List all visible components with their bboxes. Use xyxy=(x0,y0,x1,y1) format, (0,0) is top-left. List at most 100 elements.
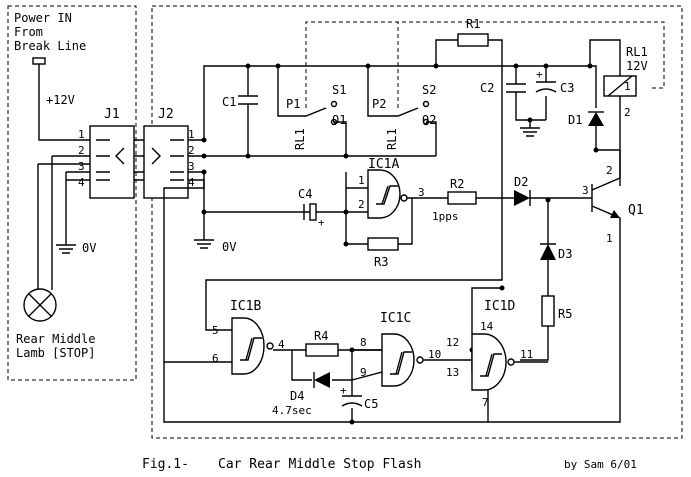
ic1c-pin-8: 8 xyxy=(360,336,367,349)
j1-pin-2: 2 xyxy=(78,144,85,157)
ic1b-pin-5: 5 xyxy=(212,324,219,337)
contact-s1 xyxy=(330,100,338,108)
wire-r5-out xyxy=(520,326,549,361)
ground-icon-left xyxy=(56,244,76,254)
wire-gnd-j1 xyxy=(66,171,90,181)
rl1-pin-2: 2 xyxy=(624,106,631,119)
q1-label: Q1 xyxy=(628,203,644,218)
c4-label: C4 xyxy=(298,187,312,201)
pps-label: 1pps xyxy=(432,210,459,223)
r2-label: R2 xyxy=(450,177,464,191)
ic1a-pin-3: 3 xyxy=(418,186,425,199)
ic1d-pin-13: 13 xyxy=(446,366,459,379)
ic1c-label: IC1C xyxy=(380,311,411,326)
s1-label: S1 xyxy=(332,83,346,97)
ic1a-gate xyxy=(367,169,401,219)
d3-diode xyxy=(540,244,556,260)
lamp-label-2: Lamb [STOP] xyxy=(16,346,95,360)
ic1a-pin-2: 2 xyxy=(358,198,365,211)
c2-capacitor xyxy=(506,66,546,121)
wire-o1 xyxy=(334,121,347,156)
s2-label: S2 xyxy=(422,83,436,97)
rail-lamp xyxy=(163,171,488,423)
q1-pin-3: 3 xyxy=(582,184,589,197)
r1-label: R1 xyxy=(466,17,480,31)
ic1c-bubble xyxy=(416,356,424,364)
power-label-2: From xyxy=(14,25,43,39)
rl1-rating: 12V xyxy=(626,59,648,73)
wire-vcc-ic xyxy=(205,66,503,331)
d2-label: D2 xyxy=(514,175,528,189)
d2-bar xyxy=(529,190,576,206)
r3-wire xyxy=(346,198,413,245)
ground-icon-main xyxy=(194,239,214,249)
c3-curved-plate xyxy=(535,88,557,93)
power-label-3: Break Line xyxy=(14,39,86,53)
j2-label: J2 xyxy=(158,107,174,122)
ic1a-bubble xyxy=(400,194,408,202)
d2-diode xyxy=(514,190,530,206)
j1-pin-1: 1 xyxy=(78,128,85,141)
c3-label: C3 xyxy=(560,81,574,95)
d4-label: D4 xyxy=(290,389,304,403)
j2-pin-1: 1 xyxy=(188,128,195,141)
ic1a-schmitt xyxy=(376,185,398,205)
wire-12v xyxy=(38,64,90,141)
c5-plus: + xyxy=(340,384,347,397)
j1-j2-bridge xyxy=(134,139,144,181)
figure-number: Fig.1- xyxy=(142,457,189,472)
o2-label: O2 xyxy=(422,113,436,127)
j2-pin-4: 4 xyxy=(188,176,195,189)
ic1c-schmitt xyxy=(390,351,412,375)
ic1b-bubble xyxy=(266,342,274,350)
rl1-label: RL1 xyxy=(626,45,648,59)
j1-pins xyxy=(96,139,125,181)
lamp-cross xyxy=(28,293,52,317)
r4-label: R4 xyxy=(314,329,328,343)
r5-resistor xyxy=(541,295,555,327)
power-input-terminal xyxy=(32,57,46,65)
rl1-pin-1: 1 xyxy=(624,80,631,93)
ic1b-gate xyxy=(231,317,265,375)
figure-author: by Sam 6/01 xyxy=(564,458,637,471)
d3-bar xyxy=(540,243,556,296)
ic1d-pin-14: 14 xyxy=(480,320,494,333)
relay-linkage xyxy=(305,21,665,108)
r1-wire xyxy=(435,39,503,66)
c3-capacitor xyxy=(536,66,556,120)
ic1c-gate xyxy=(381,333,415,387)
ic1c-pin-9: 9 xyxy=(360,366,367,379)
ground-icon-c3 xyxy=(520,120,540,137)
q1-pin-2: 2 xyxy=(606,164,613,177)
rl1-contact-label-1: RL1 xyxy=(293,128,307,150)
o1-label: O1 xyxy=(332,113,346,127)
c4-plus: + xyxy=(318,216,325,229)
external-box xyxy=(7,5,137,381)
j1-pin-3: 3 xyxy=(78,160,85,173)
ic1c-pin-10: 10 xyxy=(428,348,441,361)
wire-lamp-a xyxy=(51,155,90,290)
p1-label: P1 xyxy=(286,97,300,111)
ic1d-gate xyxy=(471,333,507,391)
c1-label: C1 xyxy=(222,95,236,109)
ic1b-pin-6: 6 xyxy=(212,352,219,365)
r2-resistor xyxy=(447,191,477,205)
d3-label: D3 xyxy=(558,247,572,261)
ic1d-pin-11: 11 xyxy=(520,348,533,361)
relay-coil-slash xyxy=(607,75,633,97)
c3-plus: + xyxy=(536,68,543,81)
ic1d-schmitt xyxy=(480,353,502,377)
r4-resistor xyxy=(305,343,339,357)
d1-wire xyxy=(590,65,597,150)
j2-pins xyxy=(151,139,184,181)
ic1d-bubble xyxy=(507,358,515,366)
ic1b-schmitt xyxy=(240,337,262,361)
lamp-label-1: Rear Middle xyxy=(16,332,95,346)
q1-pin-1: 1 xyxy=(606,232,613,245)
d1-label: D1 xyxy=(568,113,582,127)
r1-resistor xyxy=(457,33,489,47)
c1-capacitor xyxy=(238,66,258,156)
voltage-label: +12V xyxy=(46,93,75,107)
ic1a-pin-1: 1 xyxy=(358,174,365,187)
